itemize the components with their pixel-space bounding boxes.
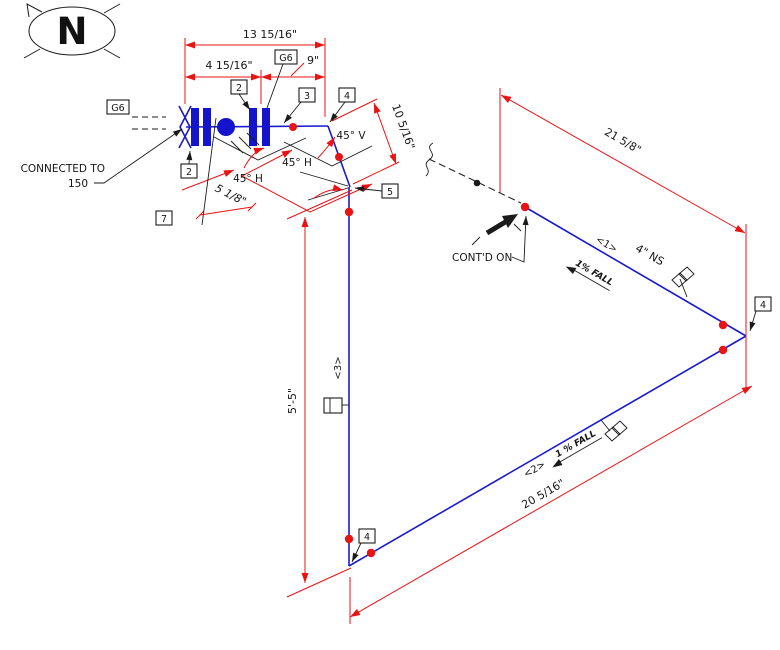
callout-g6-top-label: G6 bbox=[279, 53, 292, 64]
callout-5-label: 5 bbox=[387, 187, 393, 198]
line1-annotations: <1> 4" NS 1% FALL bbox=[565, 234, 695, 298]
pipe-run-north bbox=[524, 206, 747, 337]
dim-riser-offset: 10 5/16" bbox=[389, 102, 417, 151]
weld-dot bbox=[366, 548, 376, 558]
callout-4-right-label: 4 bbox=[760, 300, 766, 311]
dimension-drop-group: 5'-5" bbox=[286, 189, 353, 598]
fall1-direction-arrow-icon bbox=[565, 266, 577, 275]
connected-to-leader bbox=[94, 128, 183, 184]
connected-to-line2: 150 bbox=[68, 178, 88, 190]
callout-4-bottom: 4 bbox=[351, 528, 376, 563]
angle-45v-label: 45° V bbox=[336, 130, 366, 142]
valve-assembly bbox=[191, 108, 270, 146]
north-ellipse bbox=[28, 6, 116, 56]
flange-icon bbox=[249, 108, 257, 146]
callout-3: 3 bbox=[283, 87, 316, 124]
dim-horiz-offset: 5 1/8" bbox=[213, 182, 249, 209]
weld-dot bbox=[335, 153, 343, 161]
angle-45h-right-label: 45° H bbox=[282, 157, 312, 169]
line1-flag-icon bbox=[671, 266, 695, 298]
connected-to-line1: CONNECTED TO bbox=[21, 163, 105, 175]
fall2-note: 1 % FALL bbox=[552, 429, 603, 468]
callout-g6-top: G6 bbox=[266, 49, 298, 109]
weld-dot bbox=[344, 207, 354, 217]
spool3-label: <3> bbox=[333, 356, 344, 379]
continuation-group: CONT'D ON bbox=[425, 142, 529, 264]
callout-4-top-label: 4 bbox=[344, 91, 350, 102]
flange-icon bbox=[203, 108, 211, 146]
pipe-break-squiggle-icon bbox=[425, 142, 434, 177]
contd-on-label: CONT'D ON bbox=[452, 252, 512, 264]
riser-annotations: <3> bbox=[323, 356, 349, 414]
pipe-run-south bbox=[348, 335, 747, 567]
spool1-label: <1> bbox=[593, 234, 619, 255]
continuation-arrow-icon bbox=[485, 218, 509, 236]
callout-4-top: 4 bbox=[329, 87, 356, 123]
valve-ball-icon bbox=[217, 118, 235, 136]
size1-label: 4" NS bbox=[633, 242, 666, 269]
line2-annotations: <2> 1 % FALL bbox=[522, 419, 628, 480]
connection-bowtie-symbol bbox=[178, 105, 192, 149]
dimension-top-group: 13 15/16" 4 15/16" 9" bbox=[184, 28, 326, 117]
contd-on-leader bbox=[511, 215, 529, 263]
callout-2-left: 2 bbox=[180, 150, 198, 179]
spool2-label: <2> bbox=[522, 459, 548, 480]
callout-7: 7 bbox=[155, 117, 217, 226]
weld-dot bbox=[344, 534, 354, 544]
dim-run-north: 21 5/8" bbox=[602, 125, 643, 156]
angle-arc-arrows bbox=[240, 136, 373, 213]
callout-g6-left: G6 bbox=[106, 99, 166, 130]
weld-dot bbox=[718, 345, 728, 355]
line2-flag-icon bbox=[600, 419, 628, 442]
dimension-run-north-group: 21 5/8" bbox=[499, 88, 747, 390]
callout-7-label: 7 bbox=[161, 214, 167, 225]
callout-g6-left-label: G6 bbox=[111, 103, 124, 114]
callout-2-top-label: 2 bbox=[236, 83, 242, 94]
continuation-dot bbox=[473, 179, 481, 187]
fall1-note: 1% FALL bbox=[565, 259, 615, 291]
weld-dot bbox=[718, 320, 728, 330]
callout-4-bottom-label: 4 bbox=[364, 532, 370, 543]
north-letter: N bbox=[57, 10, 88, 53]
dim-sub-left: 4 15/16" bbox=[205, 59, 252, 72]
dim-drop: 5'-5" bbox=[286, 388, 299, 414]
weld-points bbox=[289, 123, 728, 558]
connected-to-note: CONNECTED TO 150 bbox=[21, 128, 183, 190]
weld-dot bbox=[520, 202, 530, 212]
dim-overall-top: 13 15/16" bbox=[243, 28, 297, 41]
weld-dot bbox=[289, 123, 297, 131]
angle-45h-left-label: 45° H bbox=[233, 173, 263, 185]
north-arrow-icon: N bbox=[23, 3, 121, 59]
callout-5: 5 bbox=[354, 183, 399, 199]
riser-tag-icon bbox=[323, 397, 349, 414]
callout-4-right: 4 bbox=[749, 296, 772, 332]
dimension-run-south-group: 20 5/16" bbox=[349, 385, 753, 624]
callout-2-top: 2 bbox=[230, 79, 251, 111]
callout-3-label: 3 bbox=[304, 91, 310, 102]
callout-2-left-label: 2 bbox=[186, 167, 192, 178]
dim-sub-right: 9" bbox=[307, 54, 319, 67]
flange-icon bbox=[262, 108, 270, 146]
flange-icon bbox=[191, 108, 199, 146]
fall2-direction-arrow-icon bbox=[552, 459, 563, 468]
